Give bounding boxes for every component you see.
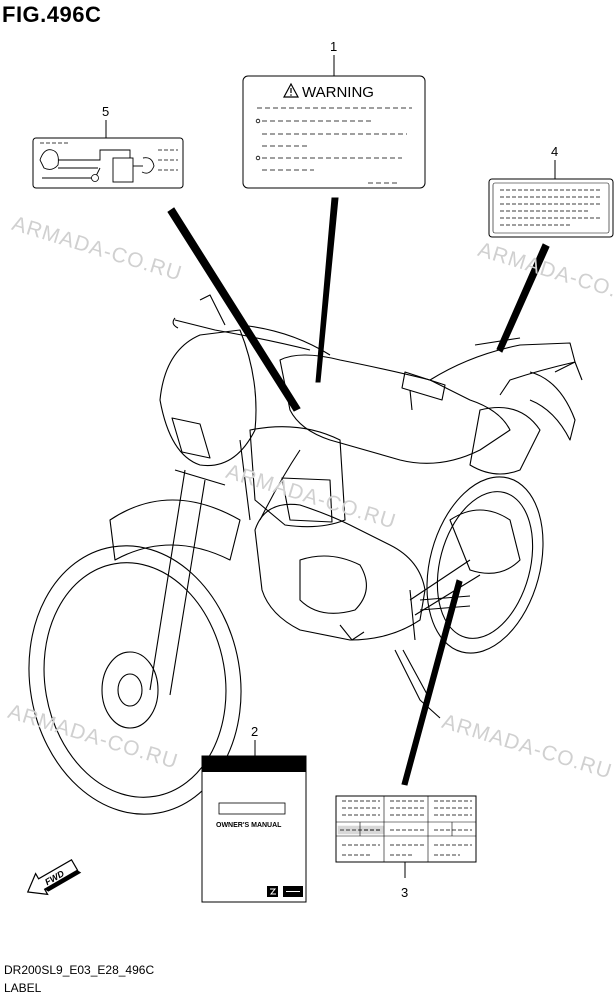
callout-number-4: 4 [551, 144, 558, 159]
owners-manual: OWNER'S MANUAL [201, 755, 307, 903]
suzuki-logo-icon [267, 886, 303, 897]
leader-line-1 [315, 197, 339, 383]
information-label [488, 178, 614, 238]
figure-code: DR200SL9_E03_E28_496C [4, 963, 155, 977]
leader-lines [167, 197, 550, 786]
specification-label [335, 795, 477, 863]
warning-label-heading: WARNING [302, 84, 374, 101]
callout-markers [105, 55, 556, 878]
callout-number-3: 3 [401, 885, 408, 900]
callout-number-5: 5 [102, 104, 109, 119]
callout-number-2: 2 [251, 724, 258, 739]
leader-line-3 [401, 579, 463, 786]
callout-number-1: 1 [330, 39, 337, 54]
leader-line-5 [167, 207, 301, 412]
warning-triangle-icon [282, 82, 300, 98]
motorcycle-drawing [28, 294, 583, 815]
vacuum-hose-label [32, 137, 184, 189]
warning-label: WARNING [242, 75, 426, 189]
leader-line-4 [496, 243, 550, 353]
fwd-arrow-icon: FWD [26, 858, 82, 896]
figure-title: FIG.496C [2, 2, 102, 27]
owners-manual-title: OWNER'S MANUAL [216, 822, 282, 829]
figure-caption: LABEL [4, 981, 42, 995]
